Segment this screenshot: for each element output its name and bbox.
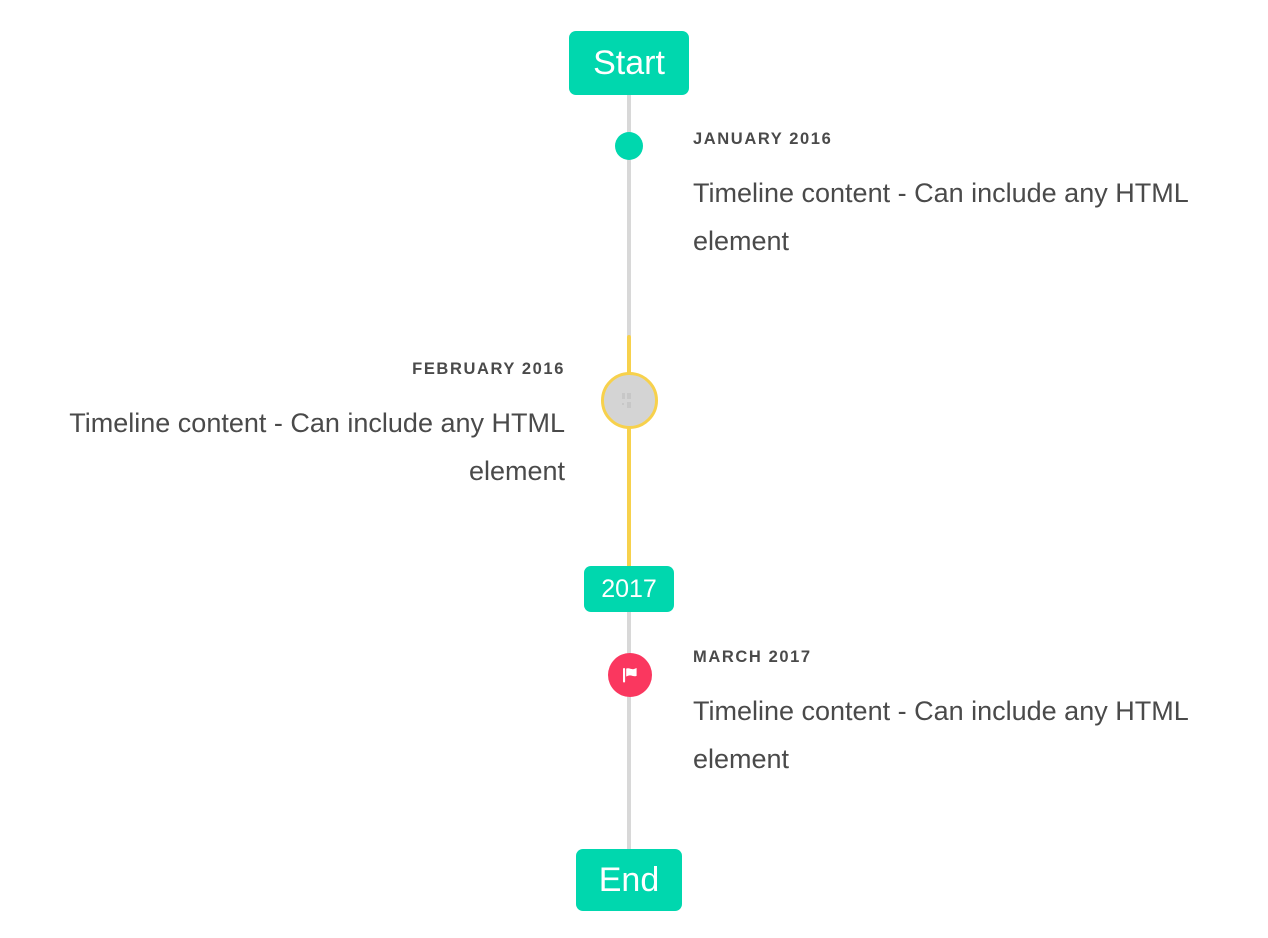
timeline-marker-march-2017[interactable] <box>608 653 652 697</box>
timeline-entry-label: FEBRUARY 2016 <box>412 360 565 378</box>
timeline-entry-body: Timeline content - Can include any HTML … <box>693 695 1188 774</box>
timeline-marker-january-2016[interactable] <box>615 132 643 160</box>
broken-image-icon <box>621 392 639 409</box>
timeline-entry-january-2016: JANUARY 2016 Timeline content - Can incl… <box>693 131 1223 265</box>
timeline-end-badge[interactable]: End <box>576 849 682 911</box>
timeline-entry-body: Timeline content - Can include any HTML … <box>69 407 565 486</box>
timeline-rail-upper <box>627 93 631 337</box>
timeline-marker-february-2016[interactable] <box>601 372 658 429</box>
timeline-rail-highlight <box>627 335 631 571</box>
timeline-entry-march-2017: MARCH 2017 Timeline content - Can includ… <box>693 649 1223 783</box>
timeline-entry-label: MARCH 2017 <box>693 648 812 666</box>
timeline-rail-lower <box>627 610 631 853</box>
timeline-entry-body: Timeline content - Can include any HTML … <box>693 177 1188 256</box>
flag-icon <box>623 668 637 683</box>
timeline-year-badge[interactable]: 2017 <box>584 566 674 612</box>
timeline-start-badge[interactable]: Start <box>569 31 689 95</box>
timeline-entry-february-2016: FEBRUARY 2016 Timeline content - Can inc… <box>40 361 565 495</box>
timeline-entry-label: JANUARY 2016 <box>693 130 833 148</box>
